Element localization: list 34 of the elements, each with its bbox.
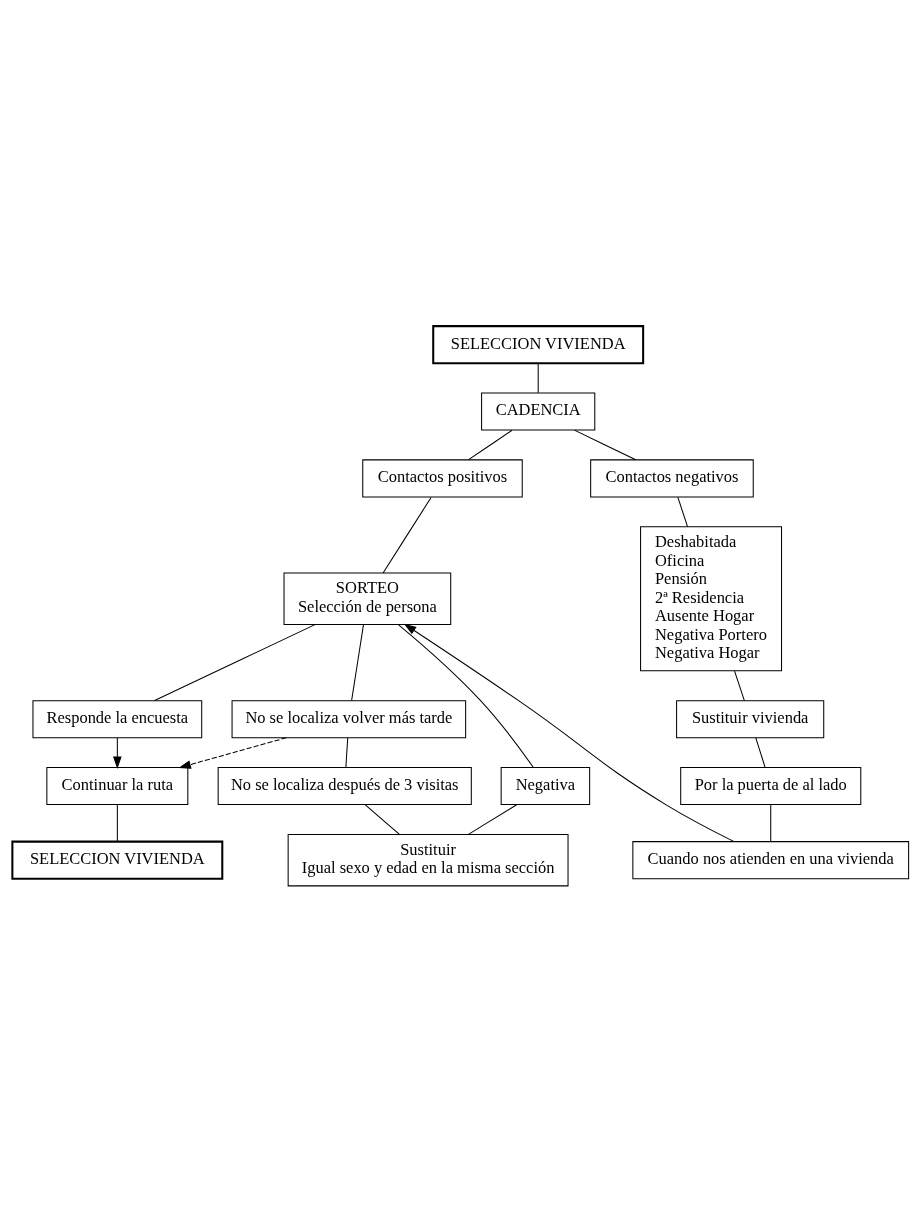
node-box: Responde la encuesta (32, 700, 203, 739)
connector (364, 804, 400, 835)
connector (537, 362, 539, 394)
connector (116, 804, 118, 843)
connector (345, 737, 349, 768)
connector (573, 429, 637, 461)
node-box: Contactos negativos (590, 459, 754, 498)
connector (382, 496, 432, 574)
connector (468, 429, 513, 461)
connector (770, 804, 772, 843)
connector (351, 624, 364, 701)
node-box: Por la puerta de al lado (680, 767, 862, 806)
arrow (403, 623, 735, 843)
connector (734, 670, 745, 702)
node-box: SELECCION VIVIENDA (432, 325, 645, 365)
node-box: Cuando nos atienden en una vivienda (632, 841, 910, 880)
connector (755, 737, 766, 768)
node-box: SELECCION VIVIENDA (11, 840, 224, 880)
node-box: SORTEO Selección de persona (283, 572, 452, 626)
node-box: Continuar la ruta (46, 767, 189, 806)
node-box: Deshabitada Oficina Pensión 2ª Residencia Ausente Hogar Negativa Portero Negativa Hogar (640, 526, 783, 672)
arrow (178, 737, 287, 769)
node-box: No se localiza después de 3 visitas (217, 767, 472, 806)
node-box: No se localiza volver más tarde (231, 700, 467, 739)
node-box: Contactos positivos (362, 459, 523, 498)
node-box: CADENCIA (481, 392, 596, 431)
node-box: Sustituir vivienda (676, 700, 825, 739)
connector (677, 496, 689, 528)
arrow (113, 737, 122, 769)
connector (154, 624, 316, 701)
node-box: Sustituir Igual sexo y edad en la misma sección (287, 833, 569, 887)
connector (467, 804, 518, 835)
connector (398, 624, 534, 768)
node-box: Negativa (500, 767, 591, 806)
